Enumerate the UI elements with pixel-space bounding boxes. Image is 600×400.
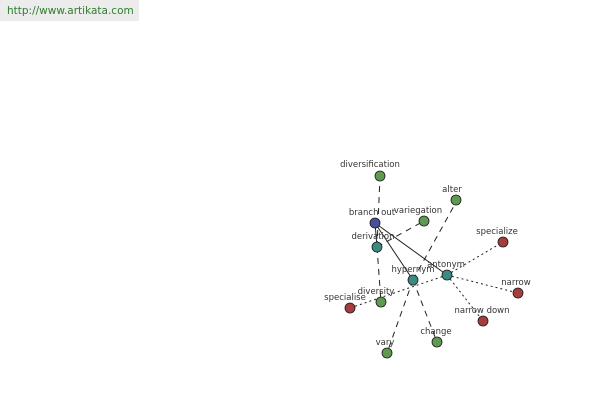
node-label-alter: alter [442, 185, 462, 195]
edge-branch-out-to-antonym [374, 222, 448, 276]
synonym-node-circle [418, 215, 430, 227]
node-label-derivation: derivation [351, 232, 394, 242]
node-specialize[interactable]: specialize [476, 227, 518, 248]
node-label-change: change [420, 327, 451, 337]
node-label-variegation: variegation [394, 206, 442, 216]
node-narrow[interactable]: narrow [501, 278, 531, 299]
edge-derivation-to-variegation [376, 220, 425, 248]
node-change[interactable]: change [420, 327, 452, 348]
synonym-node-circle [381, 347, 393, 359]
node-label-antonym: antonym [427, 260, 465, 270]
edges-layer [349, 175, 519, 354]
antonym-node-circle [512, 287, 524, 299]
edge-antonym-to-narrow [446, 274, 519, 294]
edge-hypernym-to-alter [412, 194, 461, 281]
relation-node-circle [371, 241, 383, 253]
node-label-diversification: diversification [340, 160, 400, 170]
antonym-node-circle [344, 302, 356, 314]
synonym-node-circle [374, 170, 386, 182]
edge-derivation-to-diversification [376, 175, 381, 248]
node-diversification[interactable]: diversification [340, 160, 400, 182]
node-label-branch-out: branch out [349, 208, 396, 218]
node-specialise[interactable]: specialise [324, 293, 366, 314]
center-node-circle [369, 217, 381, 229]
edge-antonym-to-specialise [349, 274, 448, 309]
node-variegation[interactable]: variegation [394, 206, 442, 227]
edge-hypernym-to-change [412, 279, 438, 343]
node-label-specialize: specialize [476, 227, 518, 237]
node-branch-out[interactable]: branch out [349, 208, 396, 229]
relation-node-circle [441, 269, 453, 281]
synonym-node-circle [375, 296, 387, 308]
node-label-specialise: specialise [324, 293, 366, 303]
node-antonym[interactable]: antonym [427, 260, 465, 281]
node-label-hypernym: hypernym [391, 265, 434, 275]
synonym-node-circle [431, 336, 443, 348]
node-narrow-down[interactable]: narrow down [454, 306, 510, 327]
artikata-url-link[interactable]: http://www.artikata.com [0, 0, 139, 21]
node-derivation[interactable]: derivation [351, 232, 395, 253]
edge-derivation-to-diversity [376, 246, 382, 303]
antonym-node-circle [477, 315, 489, 327]
node-label-vary: vary [376, 338, 395, 348]
node-label-narrow-down: narrow down [454, 306, 509, 316]
node-vary[interactable]: vary [376, 338, 395, 359]
node-label-diversity: diversity [358, 287, 395, 297]
edge-branch-out-to-hypernym [374, 222, 414, 281]
edge-antonym-to-specialize [446, 241, 504, 276]
node-label-narrow: narrow [501, 278, 530, 288]
synonym-node-circle [450, 194, 462, 206]
antonym-node-circle [497, 236, 509, 248]
relation-node-circle [407, 274, 419, 286]
node-alter[interactable]: alter [442, 185, 462, 206]
edge-hypernym-to-vary [386, 279, 414, 354]
node-diversity[interactable]: diversity [358, 287, 395, 308]
node-hypernym[interactable]: hypernym [391, 265, 435, 286]
